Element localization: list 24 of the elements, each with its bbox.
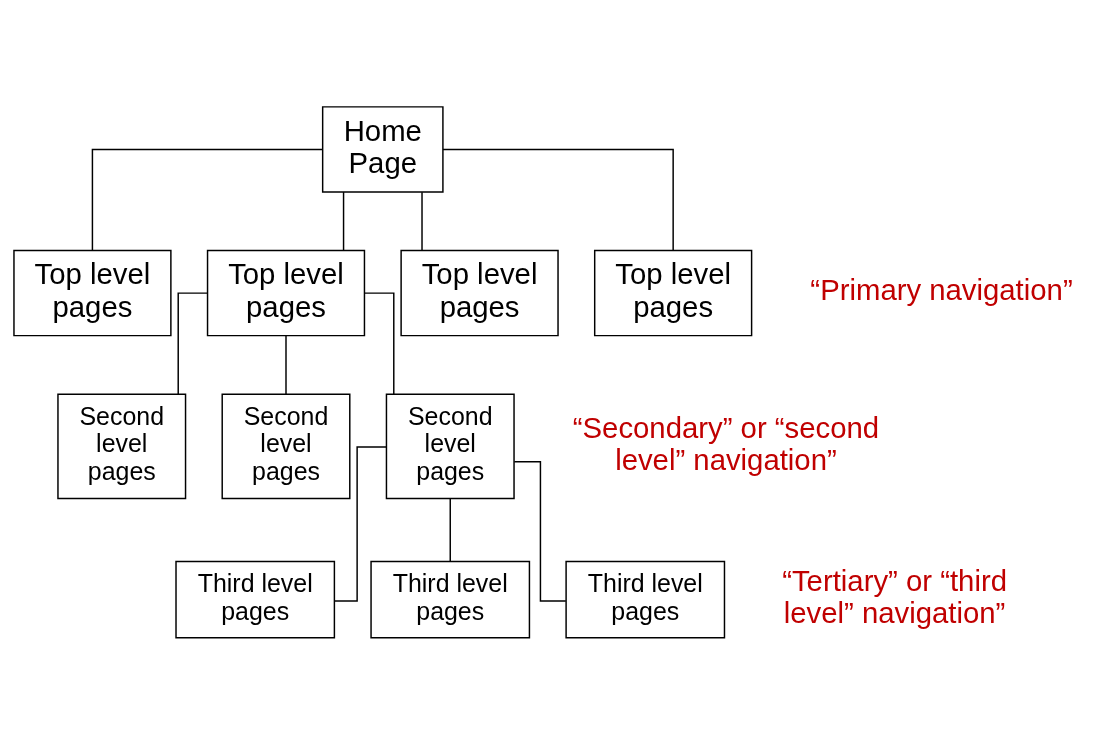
node-box: Top level pages: [400, 249, 559, 336]
node-box: Second level pages: [221, 393, 351, 499]
node-box: Top level pages: [593, 249, 753, 336]
node-box: Second level pages: [57, 393, 187, 499]
node-box: Third level pages: [370, 560, 531, 638]
connector: [442, 148, 674, 251]
node-box: Third level pages: [175, 560, 336, 638]
connector: [91, 148, 324, 251]
connector: [364, 291, 395, 395]
connector: [342, 190, 345, 251]
connector: [513, 460, 567, 602]
node-box: Second level pages: [385, 393, 515, 499]
connector: [285, 334, 287, 395]
label: “Secondary” or “second level” navigation”: [572, 410, 880, 476]
label: “Tertiary” or “third level” navigation”: [782, 563, 1007, 629]
node-box: Top level pages: [13, 249, 172, 336]
node-box: Top level pages: [206, 249, 366, 336]
connector: [421, 190, 423, 251]
connector: [177, 291, 208, 395]
connector: [449, 497, 451, 562]
node-box: Home Page: [321, 105, 444, 193]
node-box: Third level pages: [565, 560, 726, 638]
connector: [333, 445, 387, 602]
label: “Primary navigation”: [810, 272, 1073, 306]
